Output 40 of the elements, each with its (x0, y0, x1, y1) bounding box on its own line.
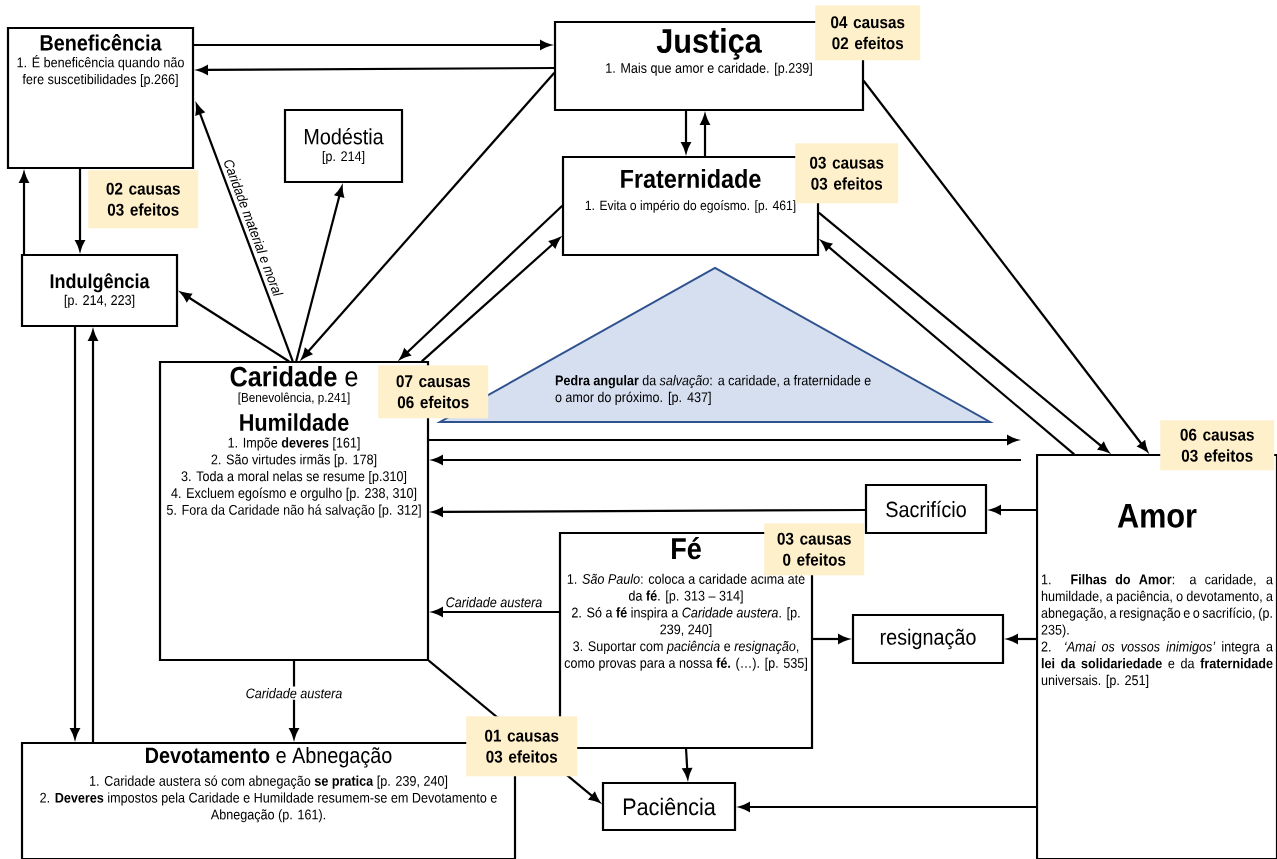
concept-box: Beneficência 1. É beneficência quando não fere suscetibilidades [p.266] (6, 26, 195, 170)
arrow (399, 204, 564, 360)
arrow (432, 455, 1021, 465)
arrow (180, 291, 290, 363)
arrow (1007, 634, 1036, 644)
count-badge: 04 causas 02 efeitos (815, 5, 921, 61)
count-badge: 02 causas 03 efeitos (88, 170, 199, 229)
concept-box: Paciência (601, 781, 737, 832)
arrow (195, 103, 294, 362)
concept-box: Indulgência [p. 214, 223] (20, 253, 179, 328)
arrow (432, 507, 865, 517)
arrow (813, 634, 849, 644)
concept-box: Sacrifício (864, 483, 988, 535)
arrow (739, 802, 1036, 812)
arrow (821, 240, 1075, 456)
count-badge: 06 causas 03 efeitos (1160, 420, 1275, 471)
arrow (681, 111, 691, 153)
arrow (421, 237, 561, 363)
arrow (682, 748, 692, 779)
count-badge: 03 causas 0 efeitos (764, 523, 865, 576)
arrow (19, 172, 29, 254)
arrow (429, 435, 1018, 445)
concept-box: Modéstia [p. 214] (283, 108, 404, 184)
arrow (301, 72, 556, 360)
arrow (194, 40, 551, 50)
edge-label: Caridade austera (244, 686, 344, 700)
concept-box: resignação (851, 613, 1005, 665)
arrow (432, 607, 559, 617)
arrow (700, 114, 710, 156)
arrow (197, 65, 554, 75)
arrow (75, 169, 85, 251)
arrow (990, 505, 1036, 515)
count-badge: 07 causas 06 efeitos (378, 365, 489, 419)
arrow (862, 80, 1148, 452)
edge-label: Caridade austera (444, 595, 544, 609)
arrow (88, 330, 98, 742)
arrow (70, 327, 80, 739)
arrow (289, 661, 299, 739)
count-badge: 01 causas 03 efeitos (466, 716, 578, 777)
count-badge: 03 causas 03 efeitos (795, 143, 899, 204)
